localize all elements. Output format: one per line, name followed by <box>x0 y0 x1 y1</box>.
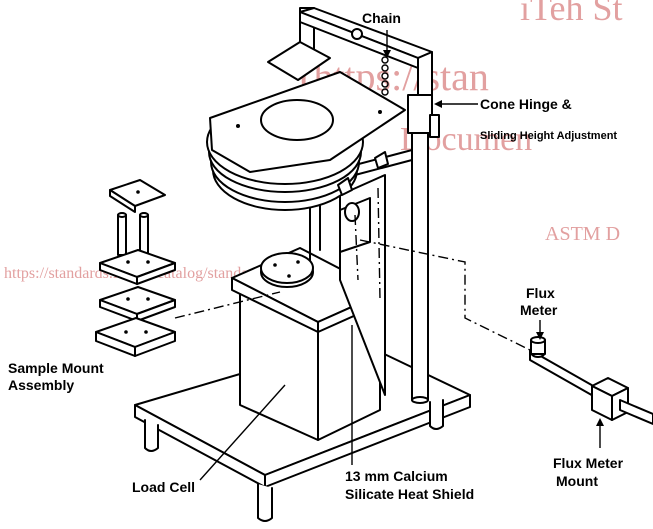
label-chain: Chain <box>362 10 401 26</box>
label-flux-mount-2: Mount <box>556 473 598 489</box>
leader-lines <box>199 30 604 481</box>
projection-lines <box>174 187 531 351</box>
watermark-line4: ASTM D <box>545 223 620 245</box>
watermark: iTeh St (https://stan Documen ASTM D htt… <box>4 0 622 282</box>
label-sample-mount-1: Sample Mount <box>8 360 104 376</box>
label-cone-hinge: Cone Hinge & <box>480 96 572 112</box>
label-heat-shield-1: 13 mm Calcium <box>345 468 448 484</box>
label-flux-meter-2: Meter <box>520 302 558 318</box>
labels: Chain Cone Hinge & Sliding Height Adjust… <box>8 10 624 502</box>
label-flux-mount-1: Flux Meter <box>553 455 624 471</box>
watermark-line1: iTeh St <box>520 0 622 28</box>
label-heat-shield-2: Silicate Heat Shield <box>345 486 474 502</box>
cone-heater <box>206 71 440 211</box>
label-sample-mount-2: Assembly <box>8 377 74 393</box>
load-cell-box <box>231 247 386 441</box>
label-flux-meter-1: Flux <box>526 285 555 301</box>
flux-meter <box>529 336 653 425</box>
sample-mount-assembly <box>95 179 176 357</box>
label-sliding-height: Sliding Height Adjustment <box>480 130 617 142</box>
label-load-cell: Load Cell <box>132 479 195 495</box>
chain <box>381 56 389 96</box>
